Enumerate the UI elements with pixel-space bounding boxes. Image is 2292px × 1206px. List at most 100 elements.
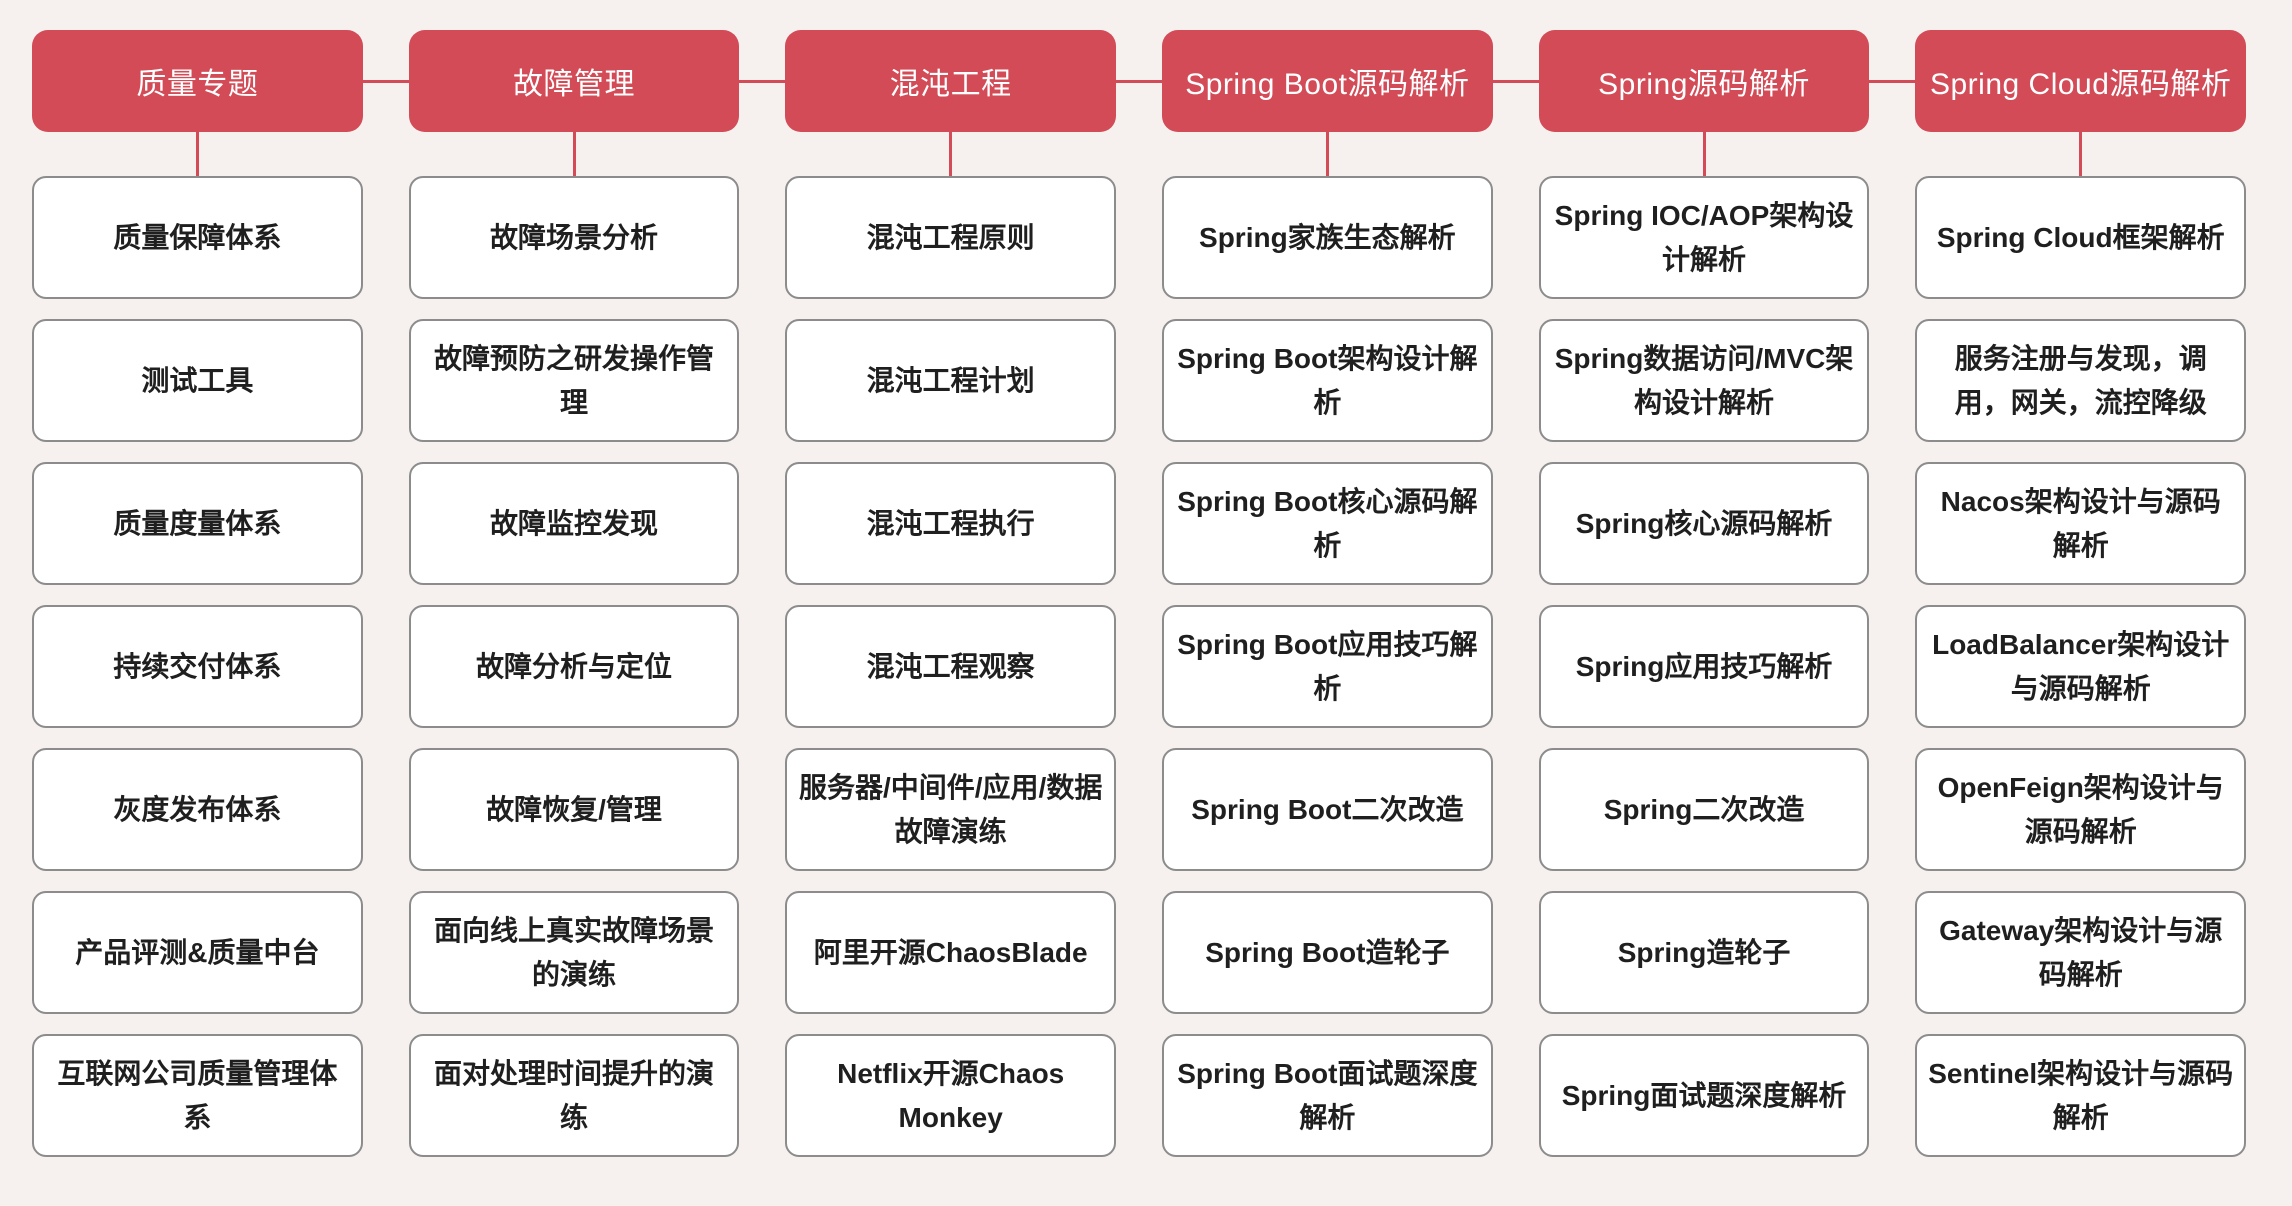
vertical-connector-line: [2079, 132, 2083, 176]
subtopic-node[interactable]: 混沌工程观察: [785, 605, 1117, 728]
subtopic-node[interactable]: Spring Boot造轮子: [1162, 891, 1493, 1014]
subtopic-node[interactable]: 故障场景分析: [408, 176, 740, 299]
subtopic-node[interactable]: 混沌工程执行: [785, 462, 1117, 585]
subtopic-node[interactable]: 灰度发布体系: [32, 748, 363, 871]
subtopic-node[interactable]: Gateway架构设计与源码解析: [1915, 891, 2247, 1014]
topic-header-label: Spring源码解析: [1598, 68, 1810, 101]
topic-column: 故障管理 故障场景分析 故障预防之研发操作管理 故障监控发现 故障分析与定位 故…: [408, 30, 786, 1206]
subtopic-node[interactable]: 服务器/中间件/应用/数据故障演练: [785, 748, 1117, 871]
vertical-connector-line: [1702, 132, 1706, 176]
subtopic-node[interactable]: Spring应用技巧解析: [1538, 605, 1870, 728]
topic-header-4[interactable]: Spring源码解析: [1538, 30, 1916, 132]
subtopic-label: Spring应用技巧解析: [1575, 650, 1833, 682]
subtopic-label: 故障场景分析: [490, 221, 659, 253]
subtopic-node[interactable]: 阿里开源ChaosBlade: [785, 891, 1117, 1014]
subtopic-node[interactable]: Spring Boot二次改造: [1162, 748, 1493, 871]
subtopic-node[interactable]: 面向线上真实故障场景的演练: [408, 891, 740, 1014]
subtopic-label: 阿里开源ChaosBlade: [813, 936, 1088, 968]
subtopic-node[interactable]: LoadBalancer架构设计与源码解析: [1915, 605, 2247, 728]
topic-header-label: Spring Boot源码解析: [1185, 68, 1470, 101]
header-connector-line: [1492, 79, 1539, 83]
subtopic-list: 混沌工程原则 混沌工程计划 混沌工程执行 混沌工程观察 服务器/中间件/应用/数…: [785, 176, 1117, 1157]
subtopic-label: 故障监控发现: [490, 507, 659, 539]
subtopic-label: 面向线上真实故障场景的演练: [434, 915, 715, 990]
subtopic-node[interactable]: 故障预防之研发操作管理: [408, 319, 740, 442]
subtopic-label: 故障分析与定位: [476, 650, 673, 682]
topic-header-5[interactable]: Spring Cloud源码解析: [1915, 30, 2247, 132]
subtopic-node[interactable]: 测试工具: [32, 319, 363, 442]
subtopic-node[interactable]: 混沌工程计划: [785, 319, 1117, 442]
subtopic-node[interactable]: 混沌工程原则: [785, 176, 1117, 299]
subtopic-label: 故障恢复/管理: [486, 793, 662, 825]
topic-header-label: 混沌工程: [889, 68, 1012, 101]
header-connector-line: [362, 79, 409, 83]
subtopic-label: 混沌工程执行: [866, 507, 1035, 539]
subtopic-label: 故障预防之研发操作管理: [434, 343, 715, 418]
subtopic-label: 互联网公司质量管理体系: [57, 1058, 338, 1133]
subtopic-label: Spring家族生态解析: [1199, 221, 1456, 253]
subtopic-node[interactable]: 互联网公司质量管理体系: [32, 1034, 363, 1157]
subtopic-node[interactable]: Netflix开源Chaos Monkey: [785, 1034, 1117, 1157]
subtopic-label: Spring Boot核心源码解析: [1177, 486, 1478, 561]
subtopic-label: Spring Boot二次改造: [1191, 793, 1464, 825]
subtopic-node[interactable]: Spring造轮子: [1538, 891, 1870, 1014]
subtopic-node[interactable]: 故障分析与定位: [408, 605, 740, 728]
subtopic-node[interactable]: Spring Boot架构设计解析: [1162, 319, 1493, 442]
subtopic-node[interactable]: Spring Boot应用技巧解析: [1162, 605, 1493, 728]
subtopic-node[interactable]: Spring Cloud框架解析: [1915, 176, 2247, 299]
vertical-connector-line: [195, 132, 199, 176]
subtopic-label: Spring Boot应用技巧解析: [1177, 629, 1478, 704]
subtopic-label: 面对处理时间提升的演练: [434, 1058, 715, 1133]
subtopic-label: 混沌工程计划: [866, 364, 1035, 396]
subtopic-label: Spring核心源码解析: [1575, 507, 1833, 539]
vertical-connector-line: [1325, 132, 1329, 176]
subtopic-label: 质量保障体系: [113, 221, 282, 253]
subtopic-list: Spring IOC/AOP架构设计解析 Spring数据访问/MVC架构设计解…: [1538, 176, 1870, 1157]
subtopic-node[interactable]: 产品评测&质量中台: [32, 891, 363, 1014]
subtopic-node[interactable]: OpenFeign架构设计与源码解析: [1915, 748, 2247, 871]
subtopic-node[interactable]: Spring核心源码解析: [1538, 462, 1870, 585]
vertical-connector-line: [949, 132, 953, 176]
subtopic-label: Spring Cloud框架解析: [1936, 221, 2225, 253]
topic-header-3[interactable]: Spring Boot源码解析: [1162, 30, 1539, 132]
topic-column: Spring Cloud源码解析 Spring Cloud框架解析 服务注册与发…: [1915, 30, 2247, 1206]
subtopic-label: Spring造轮子: [1617, 936, 1791, 968]
subtopic-node[interactable]: 持续交付体系: [32, 605, 363, 728]
header-connector-line: [739, 79, 786, 83]
subtopic-node[interactable]: Spring Boot核心源码解析: [1162, 462, 1493, 585]
subtopic-node[interactable]: 故障恢复/管理: [408, 748, 740, 871]
subtopic-label: 持续交付体系: [113, 650, 282, 682]
subtopic-node[interactable]: Spring Boot面试题深度解析: [1162, 1034, 1493, 1157]
subtopic-node[interactable]: Spring二次改造: [1538, 748, 1870, 871]
subtopic-node[interactable]: Spring面试题深度解析: [1538, 1034, 1870, 1157]
topic-column: Spring源码解析 Spring IOC/AOP架构设计解析 Spring数据…: [1538, 30, 1916, 1206]
subtopic-label: Spring数据访问/MVC架构设计解析: [1554, 343, 1854, 418]
subtopic-label: 混沌工程观察: [866, 650, 1035, 682]
subtopic-node[interactable]: 质量保障体系: [32, 176, 363, 299]
subtopic-label: 服务器/中间件/应用/数据故障演练: [799, 772, 1103, 847]
subtopic-node[interactable]: Sentinel架构设计与源码解析: [1915, 1034, 2247, 1157]
subtopic-node[interactable]: Nacos架构设计与源码解析: [1915, 462, 2247, 585]
header-connector-line: [1869, 79, 1916, 83]
subtopic-node[interactable]: Spring数据访问/MVC架构设计解析: [1538, 319, 1870, 442]
subtopic-node[interactable]: Spring家族生态解析: [1162, 176, 1493, 299]
subtopic-label: Spring二次改造: [1603, 793, 1805, 825]
topic-header-2[interactable]: 混沌工程: [785, 30, 1163, 132]
subtopic-label: Spring Boot造轮子: [1205, 936, 1450, 968]
subtopic-label: 服务注册与发现，调用，网关，流控降级: [1954, 343, 2207, 418]
vertical-connector-line: [572, 132, 576, 176]
subtopic-label: Spring面试题深度解析: [1561, 1079, 1847, 1111]
subtopic-node[interactable]: Spring IOC/AOP架构设计解析: [1538, 176, 1870, 299]
subtopic-node[interactable]: 服务注册与发现，调用，网关，流控降级: [1915, 319, 2247, 442]
subtopic-label: 灰度发布体系: [113, 793, 282, 825]
subtopic-node[interactable]: 故障监控发现: [408, 462, 740, 585]
subtopic-list: 故障场景分析 故障预防之研发操作管理 故障监控发现 故障分析与定位 故障恢复/管…: [408, 176, 740, 1157]
subtopic-label: 测试工具: [141, 364, 254, 396]
subtopic-node[interactable]: 质量度量体系: [32, 462, 363, 585]
subtopic-list: Spring家族生态解析 Spring Boot架构设计解析 Spring Bo…: [1162, 176, 1493, 1157]
topic-header-0[interactable]: 质量专题: [32, 30, 409, 132]
subtopic-label: 混沌工程原则: [866, 221, 1035, 253]
subtopic-node[interactable]: 面对处理时间提升的演练: [408, 1034, 740, 1157]
topic-header-1[interactable]: 故障管理: [408, 30, 786, 132]
